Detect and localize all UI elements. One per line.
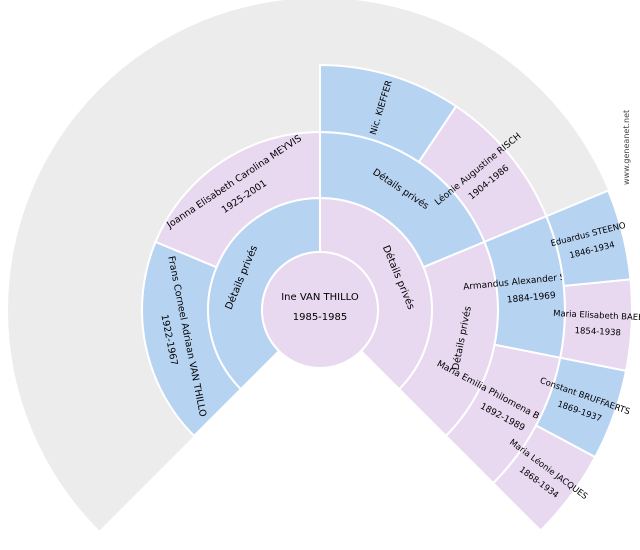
ancestor-name: Maria Elisabeth BAEB — [553, 309, 640, 323]
ancestor-dates: 1884-1969 — [506, 291, 556, 306]
site-watermark: www.geneanet.net — [622, 109, 631, 185]
ancestor-g4-mmfm[interactable]: Maria Elisabeth BAEB 1854-1938 — [553, 278, 640, 373]
root-person[interactable]: Ine VAN THILLO 1985-1985 — [261, 251, 379, 369]
ancestor-dates: 1854-1938 — [574, 326, 621, 338]
ancestor-segment — [559, 278, 633, 373]
root-person-name: Ine VAN THILLO — [281, 292, 359, 303]
root-person-circle — [261, 251, 379, 369]
ancestor-g2-mf[interactable]: Détails privés — [319, 130, 486, 269]
root-person-dates: 1985-1985 — [293, 312, 348, 323]
ancestor-segment — [491, 424, 597, 533]
